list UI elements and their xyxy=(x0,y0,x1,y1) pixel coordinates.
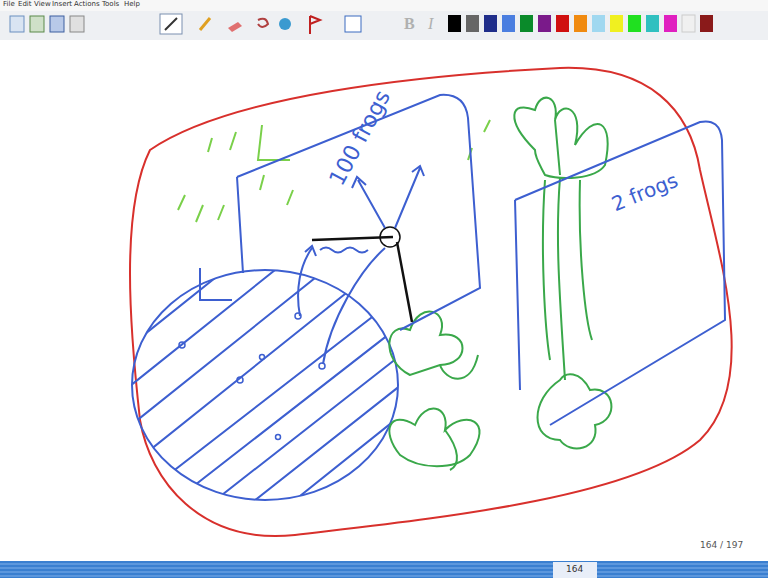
page-number: 164 xyxy=(566,565,583,574)
box-outline xyxy=(515,121,725,425)
menu-bar xyxy=(0,0,768,11)
bold-button: B xyxy=(404,16,415,32)
page-patch xyxy=(553,562,597,578)
menu-item: Actions xyxy=(74,1,100,8)
menu-item: Help xyxy=(124,1,140,8)
pond xyxy=(100,250,420,520)
italic-button: I xyxy=(428,16,433,32)
habitat-box: 2 frogs xyxy=(505,90,735,430)
menu-item: File xyxy=(3,1,15,8)
habitat-box: 100 frogs xyxy=(225,88,495,338)
toolbar-icons xyxy=(10,14,713,34)
progress-stripes xyxy=(0,564,768,576)
box-outline xyxy=(505,90,735,430)
toolbar xyxy=(0,0,768,40)
page-counter: 164 / 197 xyxy=(700,541,743,550)
menu-item: Tools xyxy=(102,1,119,8)
movement-arrows xyxy=(298,166,424,364)
menu-item: Edit xyxy=(18,1,32,8)
lily-pads xyxy=(389,98,611,470)
progress-bar xyxy=(0,561,768,578)
menu-item: Insert xyxy=(52,1,72,8)
frog-count: 2 frogs xyxy=(609,170,681,214)
menu-item: View xyxy=(34,1,51,8)
